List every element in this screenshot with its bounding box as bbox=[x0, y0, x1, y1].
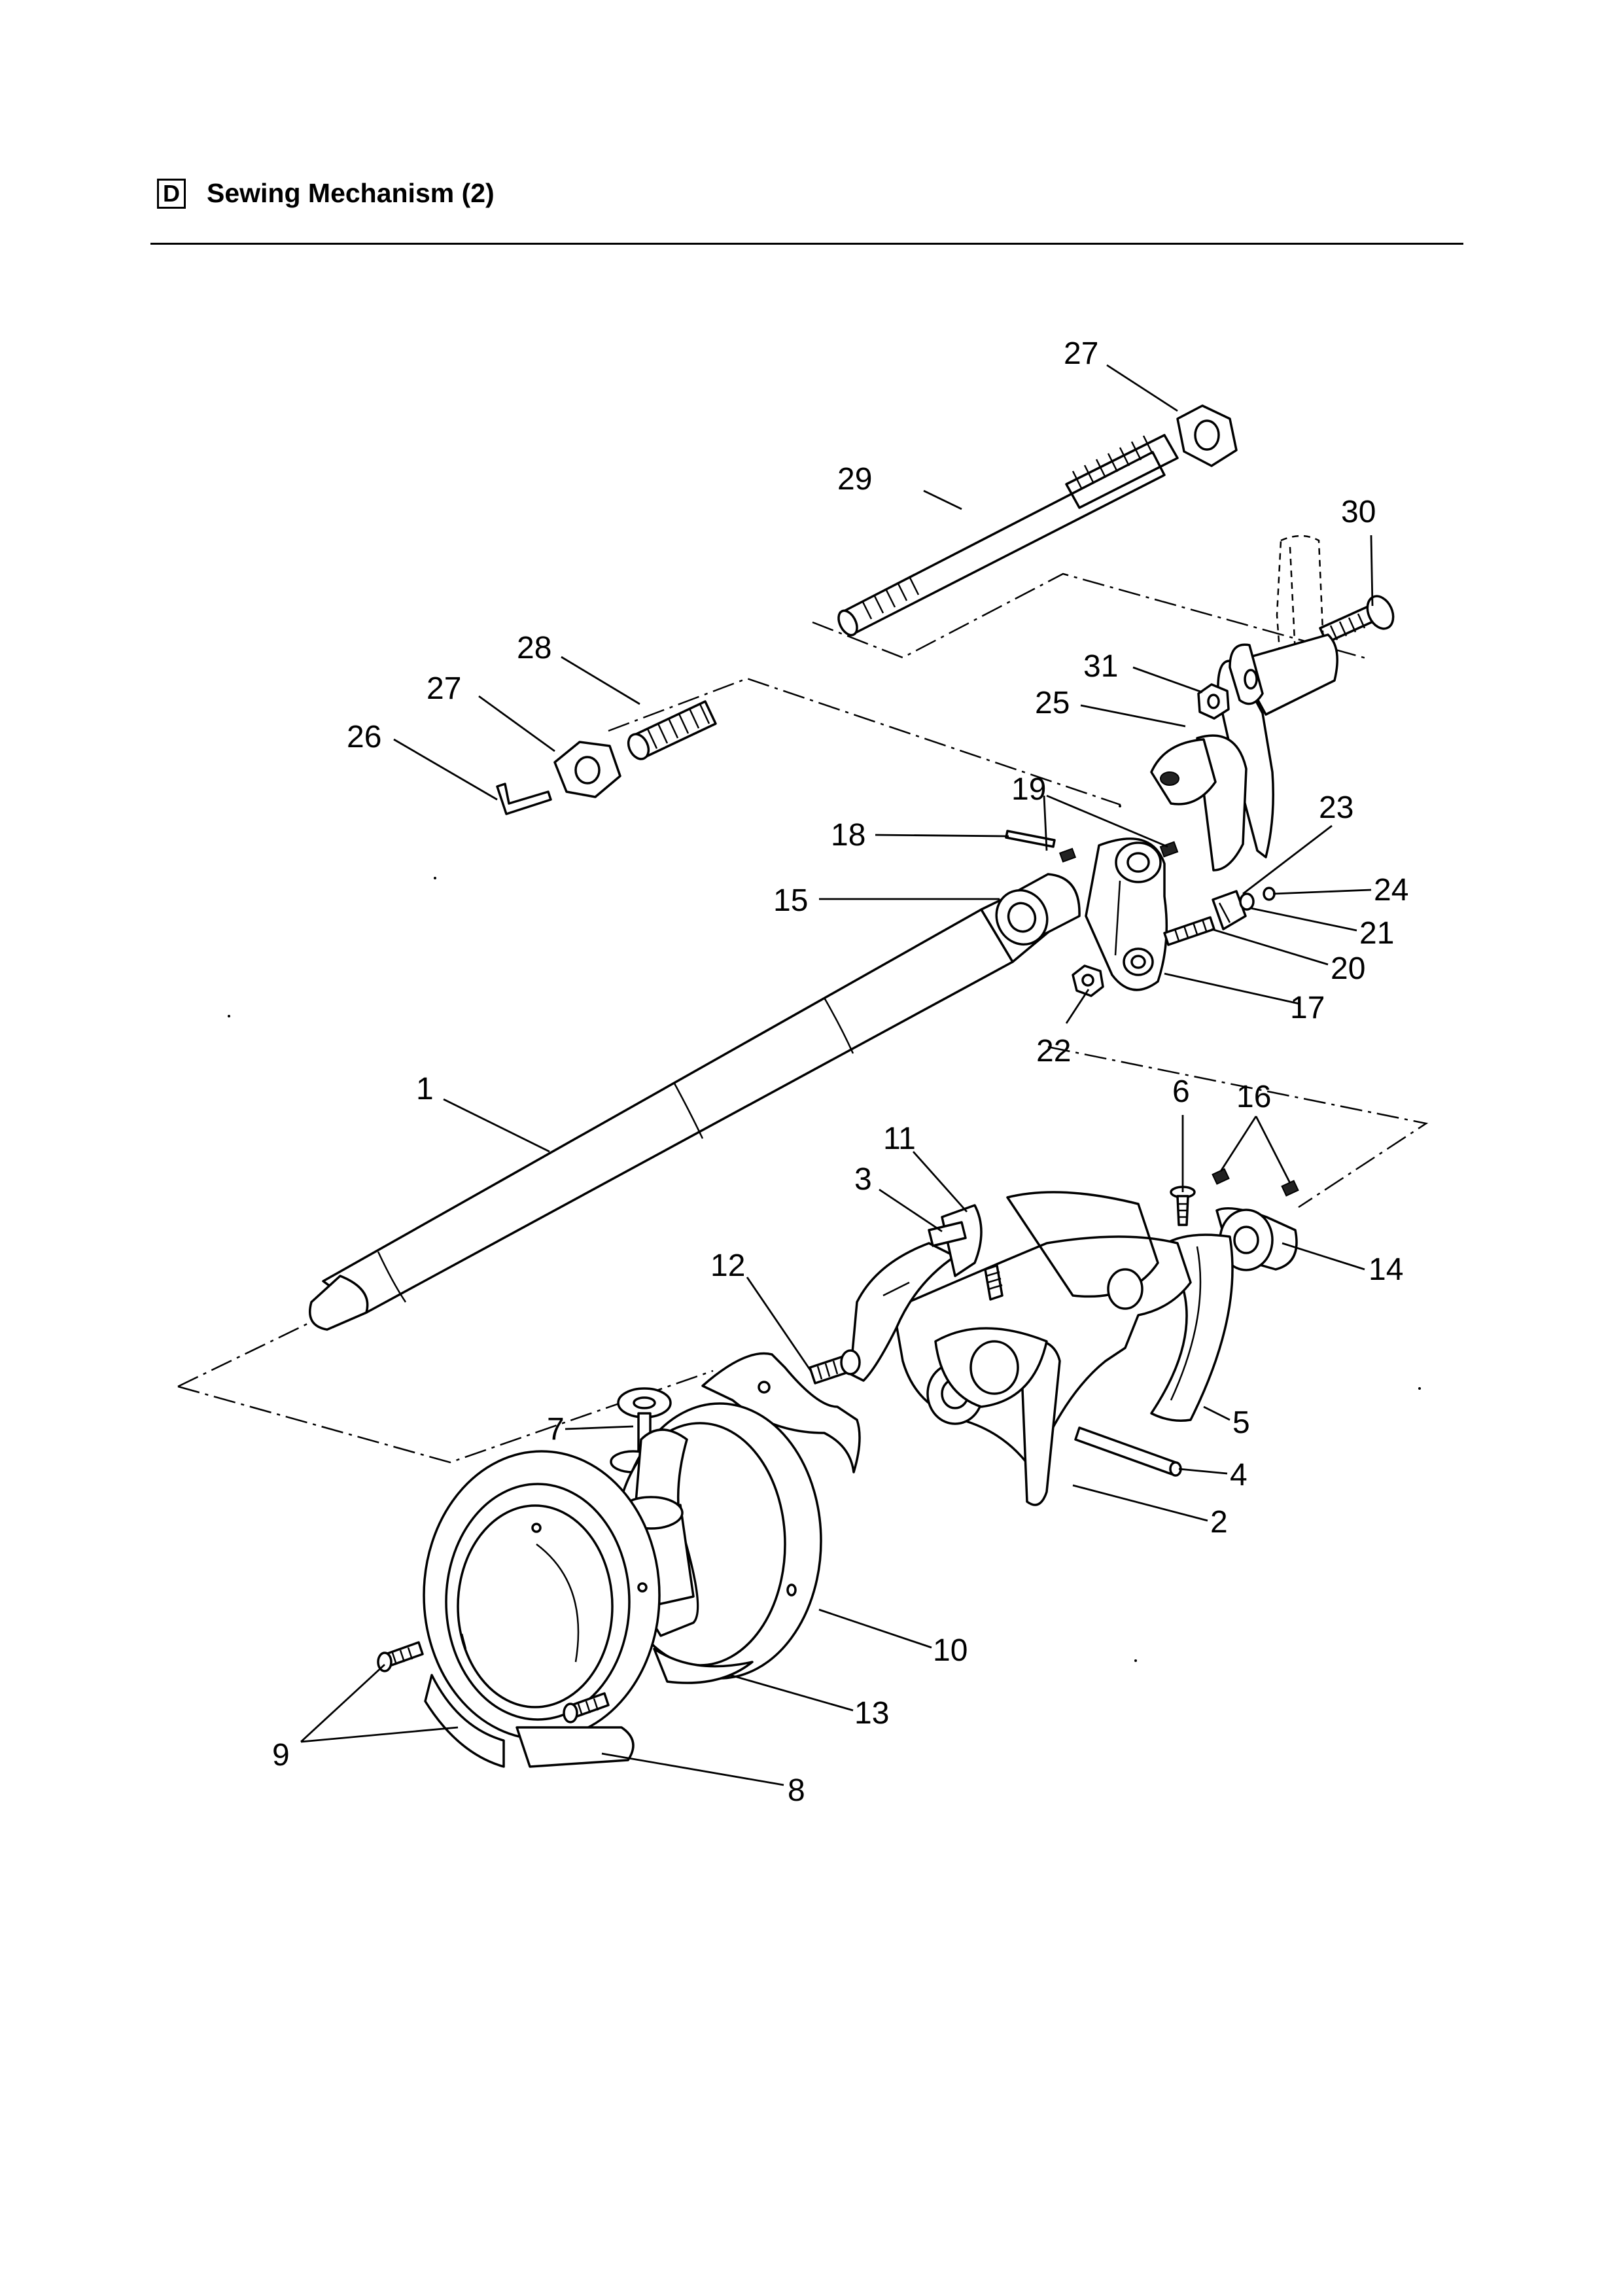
callout-31: 31 bbox=[1083, 649, 1118, 684]
callout-23: 23 bbox=[1319, 790, 1353, 825]
callout-2: 2 bbox=[1210, 1505, 1228, 1540]
part-27-hex-nut-left bbox=[553, 741, 621, 798]
callout-4: 4 bbox=[1230, 1458, 1248, 1492]
part-15-collar bbox=[995, 873, 1081, 946]
page-title: Sewing Mechanism (2) bbox=[207, 178, 495, 208]
callout-24: 24 bbox=[1374, 873, 1408, 908]
part-8-hook-ring bbox=[423, 1450, 661, 1768]
callout-29: 29 bbox=[837, 462, 872, 497]
callout-12: 12 bbox=[710, 1248, 745, 1283]
part-13-hook-body bbox=[653, 1648, 754, 1684]
callout-27-left: 27 bbox=[427, 671, 461, 706]
callout-26: 26 bbox=[347, 720, 381, 754]
callout-11: 11 bbox=[883, 1122, 916, 1156]
header-divider bbox=[150, 243, 1463, 245]
part-6-screw bbox=[1170, 1186, 1196, 1226]
callout-22: 22 bbox=[1036, 1034, 1071, 1069]
callout-leader-lines bbox=[300, 364, 1374, 1786]
part-26-hex-key bbox=[496, 783, 552, 815]
part-22-nut bbox=[1072, 964, 1104, 997]
callout-27-top: 27 bbox=[1064, 336, 1098, 371]
part-4-pin bbox=[1074, 1426, 1182, 1477]
callout-8: 8 bbox=[788, 1773, 805, 1808]
part-16-set-screws bbox=[1212, 1168, 1299, 1197]
part-2-hook-driver bbox=[892, 1191, 1192, 1506]
part-25-crank-arm bbox=[1150, 633, 1338, 872]
callout-1: 1 bbox=[416, 1072, 434, 1106]
callout-19: 19 bbox=[1011, 772, 1046, 807]
callout-3: 3 bbox=[854, 1162, 872, 1197]
part-31-small-nut bbox=[1197, 683, 1230, 720]
page-header: D Sewing Mechanism (2) bbox=[157, 178, 495, 209]
callout-17: 17 bbox=[1290, 991, 1325, 1025]
part-23-washer bbox=[1239, 892, 1255, 911]
callout-7: 7 bbox=[547, 1412, 565, 1447]
part-29-long-stud bbox=[837, 434, 1179, 637]
part-28-short-stud bbox=[627, 700, 717, 760]
callout-5: 5 bbox=[1232, 1405, 1250, 1440]
callout-6: 6 bbox=[1172, 1074, 1190, 1109]
part-11-finger bbox=[928, 1204, 983, 1277]
part-3-spring-plate bbox=[849, 1242, 956, 1382]
callout-9: 9 bbox=[272, 1738, 290, 1773]
callout-10: 10 bbox=[933, 1633, 968, 1668]
callout-25: 25 bbox=[1035, 686, 1070, 720]
part-27-hex-nut-top bbox=[1176, 404, 1238, 467]
part-30-screw bbox=[1319, 595, 1395, 644]
scan-specks bbox=[228, 805, 1421, 1662]
part-17-lever bbox=[1085, 838, 1168, 991]
part-24-ring bbox=[1263, 887, 1276, 901]
callout-21: 21 bbox=[1359, 916, 1394, 951]
callout-labels: 27 29 30 28 27 26 31 25 19 23 18 15 24 2… bbox=[272, 336, 1408, 1808]
part-hook-guard-plate bbox=[701, 1352, 861, 1474]
callout-28: 28 bbox=[517, 631, 551, 665]
part-20-screw bbox=[1163, 916, 1215, 946]
callout-13: 13 bbox=[854, 1696, 889, 1731]
part-3b-screw bbox=[984, 1264, 1003, 1301]
callout-16: 16 bbox=[1236, 1080, 1271, 1114]
callout-30: 30 bbox=[1341, 495, 1376, 529]
part-5-curved-plate bbox=[1150, 1233, 1234, 1422]
callout-15: 15 bbox=[773, 883, 808, 918]
callout-14: 14 bbox=[1369, 1252, 1403, 1287]
part-14-collar bbox=[1215, 1207, 1298, 1271]
part-12-stud bbox=[809, 1349, 861, 1385]
part-21-bracket bbox=[1212, 890, 1247, 930]
dashed-phantom-arm bbox=[1276, 535, 1325, 689]
callout-20: 20 bbox=[1331, 951, 1365, 986]
callout-18: 18 bbox=[831, 818, 865, 853]
section-letter-badge: D bbox=[157, 178, 186, 209]
